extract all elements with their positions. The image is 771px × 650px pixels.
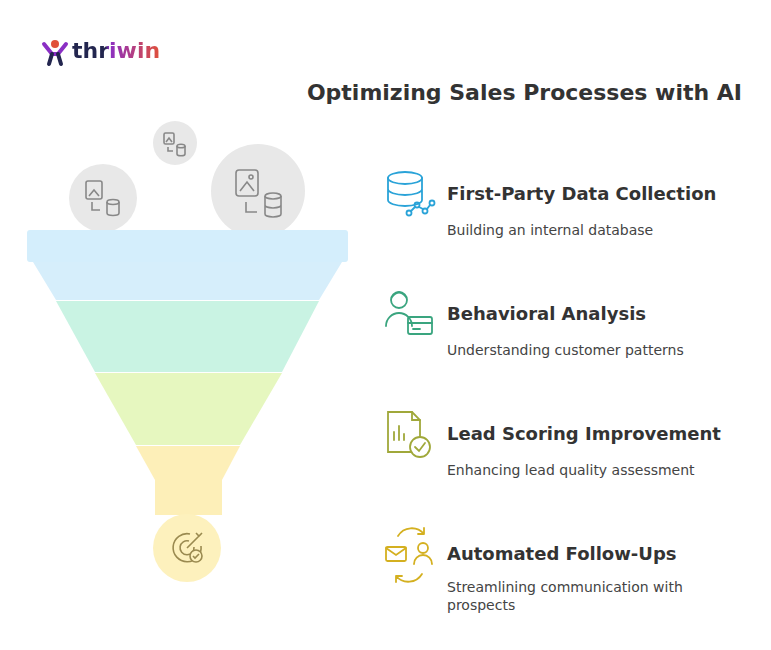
item-heading: First-Party Data Collection [447,183,716,204]
item-heading: Automated Follow-Ups [447,543,677,564]
item-description: Understanding customer patterns [447,341,737,359]
item-heading: Lead Scoring Improvement [447,423,721,444]
data-bubbles [69,121,305,238]
diagram-title: Optimizing Sales Processes with AI [307,80,742,105]
item-description: Streamlining communication with prospect… [447,578,727,614]
item-icons [386,172,435,582]
logo-icon [44,40,66,64]
logo-text: thriwin [72,38,160,63]
item-heading: Behavioral Analysis [447,303,646,324]
item-description: Enhancing lead quality assessment [447,461,737,479]
item-description: Building an internal database [447,221,737,239]
funnel [27,230,348,582]
